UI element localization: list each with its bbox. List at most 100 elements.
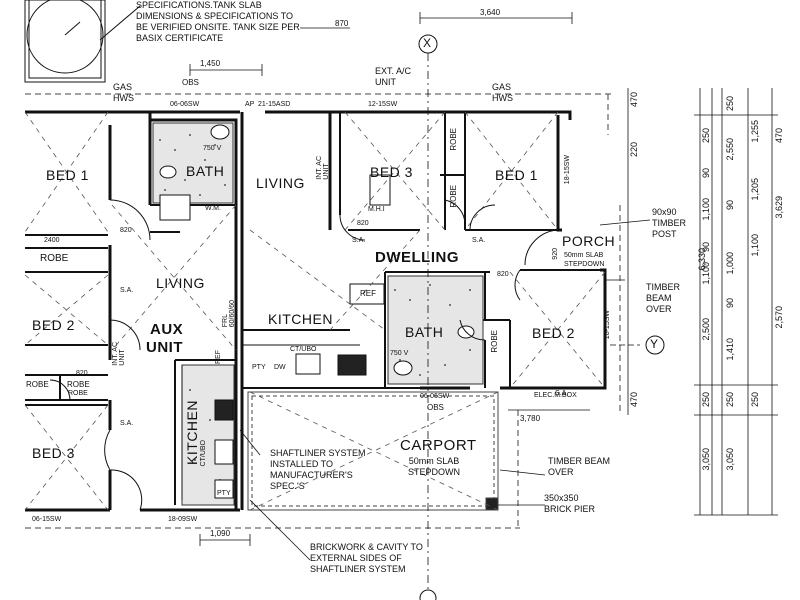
robe-aux-mid: ROBE bbox=[67, 380, 90, 389]
note-int-ac-aux: INT. AC UNIT bbox=[112, 342, 126, 366]
dim-col4-2: 1,100 bbox=[750, 234, 760, 257]
note-timber-beam-porch: TIMBER BEAM OVER bbox=[646, 282, 681, 314]
dim-col4-3: 250 bbox=[750, 392, 760, 408]
room-bed3-dwelling: BED 3 bbox=[370, 164, 413, 180]
label-obs-bottom: OBS bbox=[427, 403, 444, 412]
label-window-1815-top: 18-15SW bbox=[564, 155, 571, 185]
note-carport-slab: 50mm SLAB STEPDOWN bbox=[408, 456, 461, 477]
label-window-1815-mid: 18-15SW bbox=[604, 310, 611, 340]
note-gas-hws-right: GAS HWS bbox=[492, 82, 513, 103]
room-living-aux: LIVING bbox=[156, 275, 205, 291]
grid-label-x: X bbox=[423, 36, 432, 50]
dim-col4-1: 1,205 bbox=[750, 178, 760, 201]
note-gas-hws-left: GAS HWS bbox=[113, 82, 134, 103]
dim-col3-0: 250 bbox=[725, 96, 735, 112]
label-mhi: M.H.I bbox=[368, 206, 385, 213]
label-d820-c: 820 bbox=[357, 220, 369, 227]
label-robe-bed2-a: ROBE bbox=[68, 390, 88, 397]
dim-1090: 1,090 bbox=[210, 529, 231, 538]
dim-col1-1: 90 bbox=[701, 168, 711, 179]
dim-col3-6: 250 bbox=[725, 392, 735, 408]
dim-470-top: 470 bbox=[629, 92, 639, 108]
dim-col3-2: 90 bbox=[725, 200, 735, 211]
label-d820-d: 820 bbox=[497, 271, 509, 278]
room-bed1-dwelling: BED 1 bbox=[495, 167, 538, 183]
note-porch-slab: 50mm SLAB STEPDOWN bbox=[564, 252, 605, 268]
label-frl: FRL 60/60/60 bbox=[222, 300, 236, 328]
grid-bubbles bbox=[418, 34, 665, 600]
label-sa-5: S.A. bbox=[555, 390, 569, 397]
dim-col1-2: 1,100 bbox=[701, 198, 711, 221]
label-pty-aux: PTY bbox=[217, 490, 231, 497]
room-diagonals bbox=[24, 111, 606, 511]
dim-870: 870 bbox=[335, 19, 349, 28]
label-ctubo-aux: CT/UBO bbox=[200, 440, 207, 467]
room-bed1-aux: BED 1 bbox=[46, 167, 89, 183]
room-carport: CARPORT bbox=[400, 437, 477, 454]
label-ctubo-dwelling: CT/UBO bbox=[290, 346, 317, 353]
door-swings bbox=[49, 199, 561, 511]
note-elec-box: ELEC.M.BOX bbox=[534, 392, 577, 399]
label-sa-1: S.A. bbox=[120, 287, 134, 294]
note-ext-ac: EXT. A/C UNIT bbox=[375, 66, 412, 87]
robe-aux-top: ROBE bbox=[26, 380, 49, 389]
dim-3780: 3,780 bbox=[520, 414, 541, 423]
dim-col3-4: 90 bbox=[725, 298, 735, 309]
dim-col1-5: 2,500 bbox=[701, 318, 711, 341]
label-window-0615: 06-15SW bbox=[32, 516, 62, 523]
dim-col1-6: 250 bbox=[701, 392, 711, 408]
dim-470-bottom: 470 bbox=[629, 392, 639, 408]
dashed-boundary bbox=[25, 93, 621, 530]
note-tank-specs: SPECIFICATIONS.TANK SLAB DIMENSIONS & SP… bbox=[136, 0, 300, 43]
label-750v-aux: 750 V bbox=[203, 145, 222, 152]
robe-dwelling-1: ROBE bbox=[449, 128, 458, 151]
dim-col1-7: 3,050 bbox=[701, 448, 711, 471]
label-window-1809: 18-09SW bbox=[168, 516, 198, 523]
label-ref-dwelling: REF bbox=[360, 289, 376, 298]
label-d820-b: 820 bbox=[120, 227, 132, 234]
dim-col3-5: 1,410 bbox=[725, 338, 735, 361]
label-sa-3: S.A. bbox=[352, 237, 366, 244]
dim-col4-0: 1,255 bbox=[750, 120, 760, 143]
room-bath-aux: BATH bbox=[186, 163, 225, 179]
room-porch: PORCH bbox=[562, 233, 616, 249]
label-d820-a: 820 bbox=[76, 370, 88, 377]
dim-col5-1: 3,629 bbox=[774, 196, 784, 219]
label-d2400: 2400 bbox=[44, 237, 60, 244]
label-sa-2: S.A. bbox=[120, 420, 134, 427]
label-750v-dwelling: 750 V bbox=[390, 350, 409, 357]
room-bed2-dwelling: BED 2 bbox=[532, 325, 575, 341]
dim-col3-1: 2,550 bbox=[725, 138, 735, 161]
label-sa-4: S.A. bbox=[472, 237, 486, 244]
aux-unit-title-1: AUX bbox=[150, 321, 184, 338]
note-brickwork: BRICKWORK & CAVITY TO EXTERNAL SIDES OF … bbox=[310, 542, 423, 574]
label-ref-aux: REF bbox=[215, 350, 222, 364]
robe-dwelling-3: ROBE bbox=[490, 330, 499, 353]
dimension-lines bbox=[189, 12, 778, 546]
label-window-1215: 12-15SW bbox=[368, 101, 398, 108]
room-bed2-aux: BED 2 bbox=[32, 317, 75, 333]
room-living-dwelling: LIVING bbox=[256, 175, 305, 191]
note-brick-pier: 350x350 BRICK PIER bbox=[544, 493, 596, 514]
dim-col3-3: 1,000 bbox=[725, 252, 735, 275]
note-shaftliner: SHAFTLINER SYSTEM INSTALLED TO MANUFACTU… bbox=[270, 448, 366, 491]
label-obs-top: OBS bbox=[182, 78, 199, 87]
label-dw: DW bbox=[274, 364, 286, 371]
note-timber-beam-carport: TIMBER BEAM OVER bbox=[548, 456, 611, 477]
dim-col2-0: 6,330 bbox=[697, 248, 707, 271]
label-wm: W.M. bbox=[205, 205, 221, 212]
robe-left: ROBE bbox=[40, 253, 69, 264]
grid-label-y: Y bbox=[650, 337, 659, 351]
label-window-0606-bottom: 06-06SW bbox=[420, 393, 450, 400]
label-window-2115: 21-15ASD bbox=[258, 101, 291, 108]
note-int-ac-dwelling: INT. AC UNIT bbox=[316, 156, 330, 180]
dwelling-title: DWELLING bbox=[375, 249, 459, 266]
room-kitchen-aux: KITCHEN bbox=[184, 400, 200, 465]
note-timber-post: 90x90 TIMBER POST bbox=[652, 207, 687, 239]
leader-lines bbox=[239, 35, 651, 600]
aux-unit-title-2: UNIT bbox=[146, 339, 183, 356]
label-d920: 920 bbox=[552, 248, 559, 260]
dim-220: 220 bbox=[629, 142, 639, 158]
dim-col5-2: 2,570 bbox=[774, 306, 784, 329]
interior-walls bbox=[25, 112, 600, 505]
